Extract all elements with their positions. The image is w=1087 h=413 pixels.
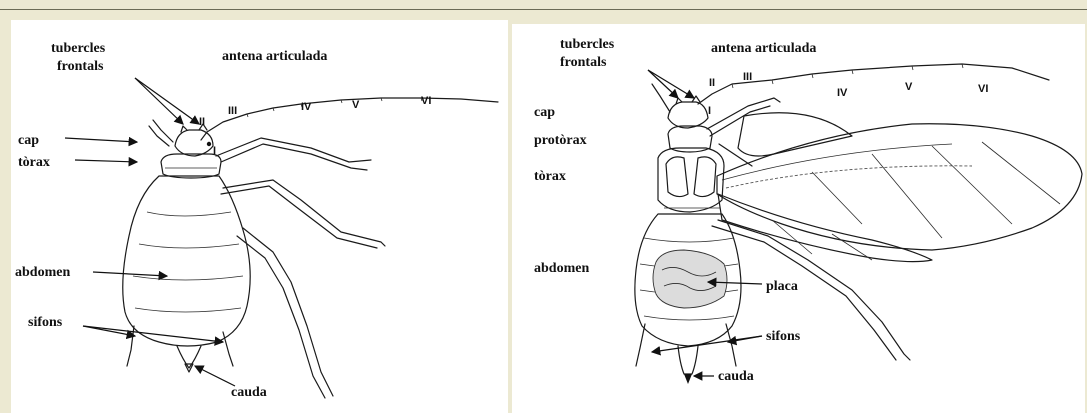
legs-drawing bbox=[127, 138, 385, 398]
thorax-drawing bbox=[161, 154, 221, 178]
segment-iv-label: IV bbox=[837, 87, 848, 99]
segment-vi-label: VI bbox=[421, 95, 431, 107]
antenna-drawing bbox=[698, 64, 1049, 104]
top-border bbox=[0, 0, 1087, 10]
tubercles-label: tubercles bbox=[51, 41, 106, 56]
abdomen-label: abdomen bbox=[15, 265, 70, 280]
cauda-label: cauda bbox=[718, 369, 754, 384]
segment-iii-label: III bbox=[228, 105, 237, 117]
legs-drawing bbox=[636, 98, 910, 366]
head-label: cap bbox=[534, 105, 555, 120]
antenna-segments: I II III IV V VI bbox=[708, 71, 988, 117]
thorax-label: tòrax bbox=[18, 155, 50, 170]
plate-label: placa bbox=[766, 279, 798, 294]
abdomen-drawing bbox=[635, 214, 741, 384]
segment-ii-label: II bbox=[199, 116, 205, 128]
segment-iii-label: III bbox=[743, 71, 752, 83]
thorax-label: tòrax bbox=[534, 169, 566, 184]
segment-iv-label: IV bbox=[301, 101, 312, 113]
segment-ii-label: II bbox=[709, 77, 715, 89]
antenna-segments: I II III IV V VI bbox=[199, 95, 431, 157]
antenna-label: antena articulada bbox=[711, 41, 816, 56]
abdomen-drawing bbox=[123, 176, 250, 372]
prothorax-label: protòrax bbox=[534, 133, 587, 148]
winged-aphid-diagram: I II III IV V VI tubercles frontals ante… bbox=[512, 24, 1085, 413]
wingless-aphid-diagram: I II III IV V VI tubercles frontals ante… bbox=[11, 20, 508, 413]
tubercles-label: tubercles bbox=[560, 37, 615, 52]
siphons-label: sifons bbox=[766, 329, 801, 344]
segment-v-label: V bbox=[905, 81, 913, 93]
frontals-label: frontals bbox=[57, 59, 104, 74]
cauda-label: cauda bbox=[231, 385, 267, 400]
leader-lines bbox=[65, 78, 235, 386]
figure-frame: I II III IV V VI tubercles frontals ante… bbox=[0, 10, 1087, 405]
wings-drawing bbox=[717, 113, 1082, 262]
winged-aphid-panel: I II III IV V VI tubercles frontals ante… bbox=[512, 24, 1085, 413]
thorax-drawing bbox=[658, 148, 724, 212]
wingless-aphid-panel: I II III IV V VI tubercles frontals ante… bbox=[11, 20, 508, 413]
antenna-drawing bbox=[201, 98, 498, 140]
siphons-label: sifons bbox=[28, 315, 63, 330]
head-label: cap bbox=[18, 133, 39, 148]
segment-v-label: V bbox=[352, 99, 360, 111]
frontals-label: frontals bbox=[560, 55, 607, 70]
segment-i-label: I bbox=[708, 105, 711, 117]
segment-i-label: I bbox=[213, 145, 216, 157]
abdomen-label: abdomen bbox=[534, 261, 589, 276]
head-drawing bbox=[652, 84, 708, 128]
antenna-label: antena articulada bbox=[222, 49, 327, 64]
segment-vi-label: VI bbox=[978, 83, 988, 95]
